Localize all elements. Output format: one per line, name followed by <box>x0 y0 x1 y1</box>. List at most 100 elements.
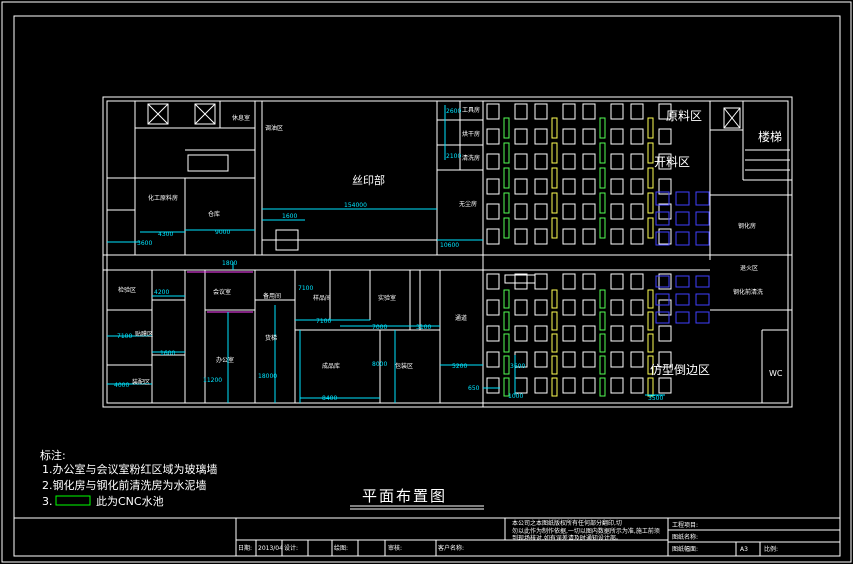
dim-5200: 5200 <box>452 363 467 370</box>
machine-unit <box>582 325 596 342</box>
machine-unit <box>658 178 672 195</box>
cnc-pool <box>599 311 606 331</box>
machine-unit <box>610 377 624 394</box>
cnc-pool <box>647 377 654 397</box>
notes-line-2: 2.钢化房与钢化前清洗房为水泥墙 <box>42 478 207 492</box>
room-fitting: 装配区 <box>132 378 150 386</box>
machine-unit <box>630 351 644 368</box>
dimension-lines <box>107 105 665 403</box>
notes-line-3-text: 此为CNC水池 <box>96 495 164 508</box>
purple-machine <box>695 311 710 324</box>
purple-machine <box>655 211 670 226</box>
machine-unit <box>534 153 548 170</box>
dim-7100a: 7100 <box>117 333 132 340</box>
dim-4300: 4300 <box>158 231 173 238</box>
dim-18000: 18000 <box>258 373 277 380</box>
room-warehouse: 仓库 <box>208 210 220 218</box>
machine-unit <box>486 178 500 195</box>
machine-unit <box>582 273 596 290</box>
dim-7000: 7000 <box>372 324 387 331</box>
dim-154000: 154000 <box>344 202 367 209</box>
machine-unit <box>630 325 644 342</box>
machine-unit <box>658 153 672 170</box>
title-block-text: 本公司之本图纸版权所有任何部分翻印,切 勿以此作为制作依据,一切以图内数据所示为… <box>238 519 778 553</box>
room-tool-1: 工具房 <box>462 106 480 114</box>
cnc-pool <box>503 167 510 189</box>
machine-unit <box>486 228 500 245</box>
machine-unit <box>514 128 528 145</box>
machine-unit <box>630 228 644 245</box>
room-finish: 成品库 <box>322 362 340 370</box>
dim-8000: 8000 <box>372 361 387 368</box>
cnc-pool <box>599 167 606 189</box>
cnc-pool <box>551 377 558 397</box>
machine-unit <box>582 228 596 245</box>
machine-unit <box>610 273 624 290</box>
cnc-pool <box>503 117 510 139</box>
dimension-labels: 154000 1600 4300 9000 3600 10600 2600 21… <box>114 108 663 402</box>
machine-unit <box>630 128 644 145</box>
machine-unit <box>514 273 528 290</box>
machine-unit <box>610 299 624 316</box>
cnc-pool <box>503 355 510 375</box>
machine-unit <box>658 128 672 145</box>
room-pack: 包装区 <box>395 362 413 370</box>
machine-unit <box>514 153 528 170</box>
room-insp: 检验区 <box>118 286 136 294</box>
building-walls <box>102 96 793 408</box>
cnc-pool <box>551 311 558 331</box>
dim-10600: 10600 <box>440 242 459 249</box>
project-label: 工程项目: <box>672 521 698 529</box>
machine-unit <box>582 203 596 220</box>
purple-machine <box>675 275 690 288</box>
machine-unit <box>610 153 624 170</box>
cnc-pool <box>647 142 654 164</box>
cnc-pool <box>551 355 558 375</box>
machine-unit <box>630 203 644 220</box>
machine-unit <box>486 377 500 394</box>
machine-unit <box>562 377 576 394</box>
machine-unit <box>610 178 624 195</box>
stairs-hatch <box>745 149 790 171</box>
machine-unit <box>562 103 576 120</box>
dim-11200: 11200 <box>203 377 222 384</box>
room-tempering: 钢化房 <box>738 222 756 230</box>
machine-unit <box>630 103 644 120</box>
cnc-pool <box>599 217 606 239</box>
machine-unit <box>486 273 500 290</box>
purple-machine <box>695 275 710 288</box>
machine-unit <box>486 153 500 170</box>
purple-machine <box>655 275 670 288</box>
dim-7100c: 7100 <box>316 318 331 325</box>
machine-unit <box>658 103 672 120</box>
machine-unit <box>562 203 576 220</box>
machine-unit <box>514 203 528 220</box>
sheet-label: 图纸幅面: <box>672 545 698 553</box>
room-annealing: 退火区 <box>740 264 758 272</box>
machine-unit <box>534 228 548 245</box>
cnc-pool <box>503 333 510 353</box>
machine-unit <box>514 377 528 394</box>
cnc-pool <box>599 117 606 139</box>
machine-unit <box>562 178 576 195</box>
cnc-pools <box>503 117 710 397</box>
machine-unit <box>562 273 576 290</box>
machine-unit <box>514 178 528 195</box>
room-elev: 货梯 <box>265 334 277 342</box>
cnc-pool <box>599 333 606 353</box>
cnc-pool <box>551 192 558 214</box>
drawing-title: 平面布置图 <box>362 487 447 505</box>
machine-unit <box>486 103 500 120</box>
room-lab: 实验室 <box>378 294 396 302</box>
machine-unit <box>562 128 576 145</box>
company-note-2: 勿以此作为制作依据,一切以图内数据所示为准,施工前须 <box>512 527 660 535</box>
cnc-pool <box>599 142 606 164</box>
dim-1600a: 1600 <box>282 213 297 220</box>
room-cutting: 开料区 <box>654 155 690 169</box>
room-raw-material: 原料区 <box>666 109 702 123</box>
dim-4200: 4200 <box>154 289 169 296</box>
room-labels: 丝印部 原料区 开料区 楼梯 仿型倒边区 WC 钢化房 退火区 钢化前清洗 化工… <box>118 106 783 386</box>
room-dust-free: 无尘房 <box>459 200 477 208</box>
machine-unit <box>630 273 644 290</box>
